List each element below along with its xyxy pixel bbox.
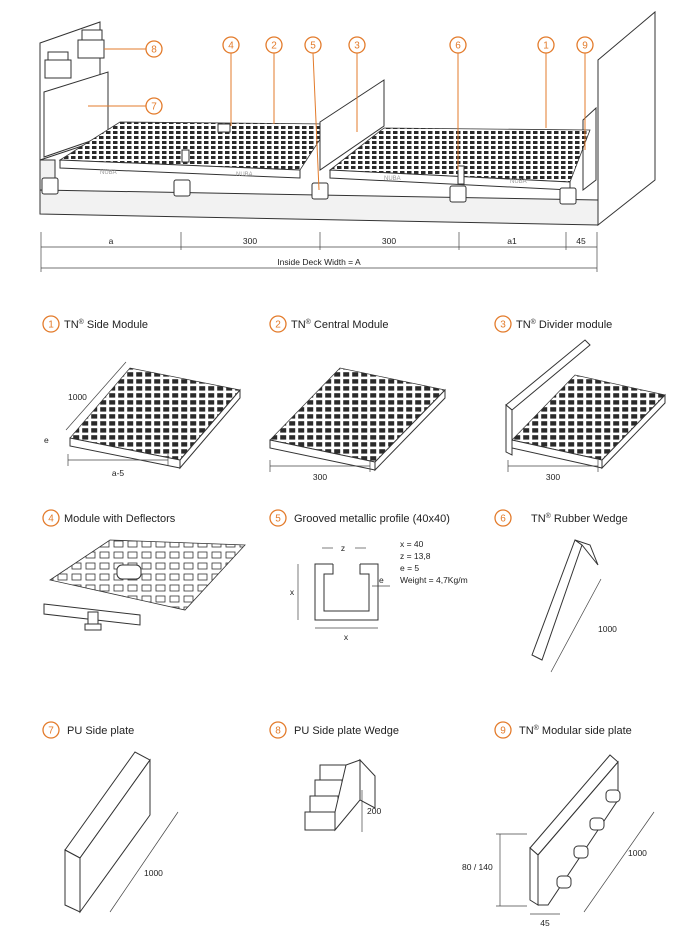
callout-6 [449, 36, 467, 54]
callout-9 [576, 36, 594, 54]
item-5-dim-x-side: x [290, 587, 295, 597]
profiles [41, 177, 577, 205]
item-1-dim-e: e [44, 435, 49, 445]
overview-assembly: NUBA NUBA NUBA NUBA 8 7 4 2 5 3 [39, 10, 656, 272]
item-central-module: 2 TN® Central Module 300 [269, 315, 446, 482]
item-3-num: 3 [500, 320, 506, 331]
pu-plate-face [79, 758, 151, 914]
item-8-num: 8 [275, 726, 281, 737]
item-2-dim-width: 300 [313, 472, 327, 482]
item-1-num: 1 [48, 320, 54, 331]
callout-8-num: 8 [151, 45, 157, 56]
deflector-grating [48, 539, 246, 611]
item-5-dim-e: e [379, 575, 384, 585]
dim-a1: a1 [507, 236, 517, 246]
grating-left-edge [59, 159, 301, 179]
callout-7-num: 7 [151, 102, 157, 113]
callout-9-num: 9 [582, 41, 588, 52]
callout-1-num: 1 [543, 41, 549, 52]
rubber-wedge-b [457, 165, 465, 185]
dim-300-2: 300 [382, 236, 396, 246]
callout-6-num: 6 [455, 41, 461, 52]
watermark: NUBA [510, 179, 527, 185]
dim-a: a [109, 236, 114, 246]
item-7-dim-length: 1000 [144, 868, 163, 878]
callout-8 [145, 40, 163, 58]
callout-4 [222, 36, 240, 54]
item-9-dim-width: 45 [540, 918, 550, 928]
callout-5 [304, 36, 322, 54]
item-1-dim-width: a-5 [112, 468, 125, 478]
callout-4-num: 4 [228, 41, 234, 52]
item-5-dim-z: z [341, 543, 345, 553]
watermark: NUBA [100, 170, 117, 176]
modular-studs [556, 789, 621, 889]
callout-2-num: 2 [271, 41, 277, 52]
watermark: NUBA [236, 172, 253, 178]
item-side-module: 1 TN® Side Module 1000 e a-5 [42, 315, 241, 478]
item-3-title: TN® Divider module [516, 318, 612, 331]
item-4-num: 4 [48, 514, 54, 525]
item-grooved-profile: 5 Grooved metallic profile (40x40) z x x… [269, 509, 468, 642]
item-3-dim-width: 300 [546, 472, 560, 482]
wedge-steps [304, 758, 376, 832]
item-2-num: 2 [275, 320, 281, 331]
item-2-title: TN® Central Module [291, 318, 389, 331]
item-1-dim-length: 1000 [68, 392, 87, 402]
item-4-title: Module with Deflectors [64, 513, 176, 525]
rubber-wedge [531, 539, 583, 661]
profile-section [314, 563, 379, 621]
item-module-deflectors: 4 Module with Deflectors [42, 509, 246, 631]
callout-3 [348, 36, 366, 54]
callout-2 [265, 36, 283, 54]
item-divider-module: 3 TN® Divider module 300 [494, 315, 666, 482]
item-5-title: Grooved metallic profile (40x40) [294, 513, 450, 525]
item-6-num: 6 [500, 514, 506, 525]
item-9-dim-length: 1000 [628, 848, 647, 858]
dim-inside-width: Inside Deck Width = A [277, 257, 361, 267]
callout-5-num: 5 [310, 41, 316, 52]
item-pu-side-plate-wedge: 8 PU Side plate Wedge 200 [269, 721, 399, 832]
spec-x: x = 40 [400, 539, 424, 549]
item-6-dim-length: 1000 [598, 624, 617, 634]
item-8-title: PU Side plate Wedge [294, 725, 399, 737]
item-7-num: 7 [48, 726, 54, 737]
item-1-title: TN® Side Module [64, 318, 148, 331]
rubber-wedge-a [181, 149, 190, 163]
divider-plate [319, 79, 385, 171]
item-pu-side-plate: 7 PU Side plate 1000 [42, 721, 179, 914]
deflector-block [116, 564, 142, 580]
dim-45: 45 [576, 236, 586, 246]
item-6-title: TN® Rubber Wedge [531, 512, 628, 525]
watermark: NUBA [384, 176, 401, 182]
deflector [217, 123, 231, 133]
item-5-num: 5 [275, 514, 281, 525]
overview-dimensions: a 300 300 a1 45 Inside Deck Width = A [40, 232, 598, 272]
overview-callouts: 8 7 4 2 5 3 6 1 9 [88, 36, 594, 191]
item-rubber-wedge: 6 TN® Rubber Wedge 1000 [494, 509, 628, 673]
pu-side-plate-wedge [44, 29, 105, 79]
item-7-title: PU Side plate [67, 725, 134, 737]
item-8-dim-height: 200 [367, 806, 381, 816]
modular-side-plate [582, 106, 597, 192]
spec-z: z = 13,8 [400, 551, 431, 561]
item-9-dim-height: 80 / 140 [462, 862, 493, 872]
callout-7 [145, 97, 163, 115]
item-9-num: 9 [500, 726, 506, 737]
dim-300-1: 300 [243, 236, 257, 246]
callout-3-num: 3 [354, 41, 360, 52]
item-modular-side-plate: 9 TN® Modular side plate 80 / 140 45 100… [462, 721, 655, 928]
spec-e: e = 5 [400, 563, 419, 573]
item-5-dim-x-bottom: x [344, 632, 349, 642]
item-9-title: TN® Modular side plate [519, 724, 632, 737]
right-wall [597, 10, 656, 227]
callout-1 [537, 36, 555, 54]
spec-weight: Weight = 4,7Kg/m [400, 575, 468, 585]
